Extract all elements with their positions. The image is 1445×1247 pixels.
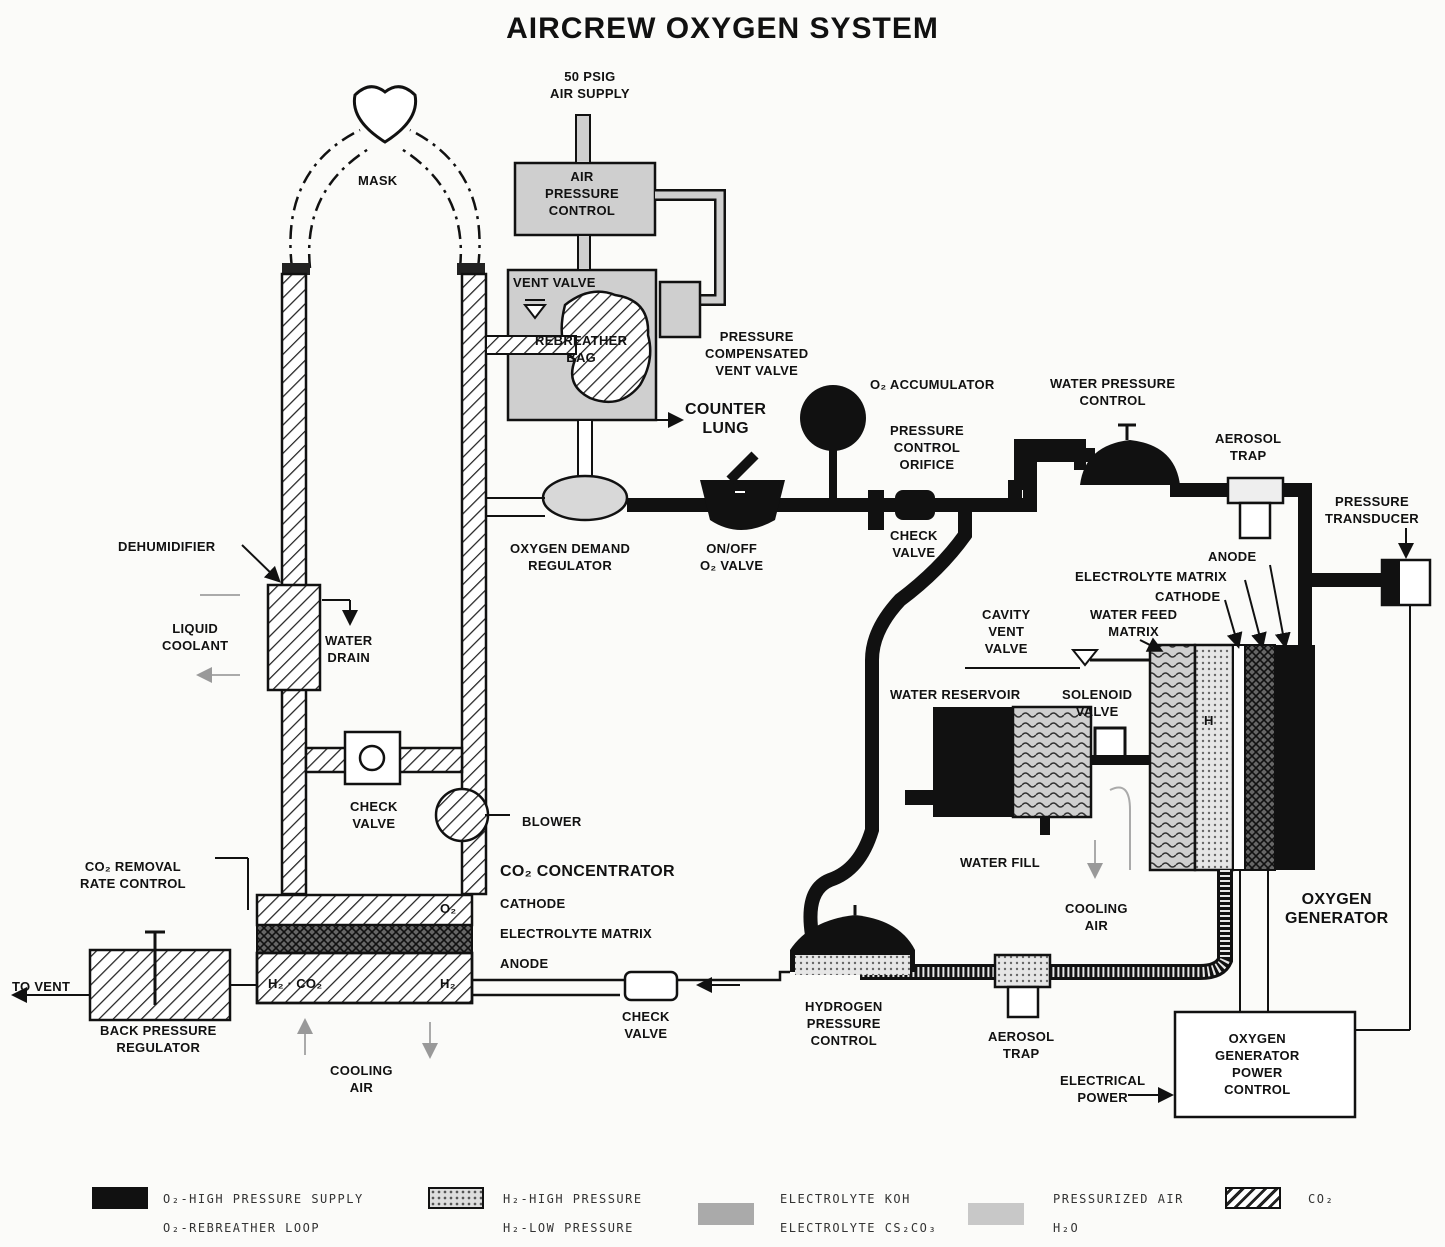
electrolyte-matrix-right-label: ELECTROLYTE MATRIX: [1075, 568, 1227, 585]
electrolyte-matrix-left-label: ELECTROLYTE MATRIX: [500, 925, 652, 942]
legend-label-h2-low: H₂-LOW PRESSURE: [503, 1221, 634, 1235]
back-pressure-regulator: [90, 932, 230, 1020]
legend-swatch-co2: [1225, 1187, 1281, 1209]
cathode-right-label: CATHODE: [1155, 588, 1220, 605]
o2-accumulator-label: O₂ ACCUMULATOR: [870, 376, 995, 393]
water-reservoir-label: WATER RESERVOIR: [890, 686, 1020, 703]
legend-swatch-h2-high: [428, 1187, 484, 1209]
h2-small-label: H₂: [440, 975, 456, 992]
legend-label-o2-high: O₂-HIGH PRESSURE SUPPLY: [163, 1192, 364, 1206]
h-mark-label: H: [1204, 712, 1214, 729]
legend-label-co2: CO₂: [1308, 1192, 1334, 1206]
blower: [436, 789, 510, 841]
legend-label-h2o: H₂O: [1053, 1221, 1079, 1235]
legend-label-koh: ELECTROLYTE KOH: [780, 1192, 911, 1206]
o2-small-label: O₂: [440, 900, 457, 917]
legend-swatch-air: [968, 1203, 1024, 1225]
on-off-o2-valve: [700, 455, 785, 530]
legend: O₂-HIGH PRESSURE SUPPLY O₂-REBREATHER LO…: [0, 1170, 1445, 1247]
loop-check-valve: [345, 732, 400, 784]
cavity-vent-valve: [1073, 650, 1097, 665]
legend-swatch-koh: [698, 1203, 754, 1225]
aerosol-trap-bottom: [995, 955, 1050, 1017]
mask: [354, 87, 415, 142]
mask-hose-right: [410, 130, 480, 268]
dehumidifier-label: DEHUMIDIFIER: [118, 538, 216, 555]
to-vent-label: TO VENT: [12, 978, 70, 995]
legend-label-o2-rebreather: O₂-REBREATHER LOOP: [163, 1221, 320, 1235]
pressure-control-orifice: [868, 490, 884, 530]
water-fill-label: WATER FILL: [960, 854, 1040, 871]
anode-left-label: ANODE: [500, 955, 548, 972]
mask-hose-left: [290, 130, 360, 268]
dehumidifier: [268, 585, 320, 690]
oxygen-demand-regulator: [543, 476, 627, 520]
blower-label: BLOWER: [522, 813, 582, 830]
legend-label-air: PRESSURIZED AIR: [1053, 1192, 1184, 1206]
o2-accumulator: [800, 385, 866, 451]
anode-label: ANODE: [1208, 548, 1256, 565]
legend-label-h2-high: H₂-HIGH PRESSURE: [503, 1192, 643, 1206]
aerosol-trap-top: [1228, 478, 1283, 538]
check-valve-top: [895, 490, 935, 520]
vent-valve-label: VENT VALVE: [513, 274, 596, 291]
system-schematic: [0, 0, 1445, 1160]
mask-label: MASK: [358, 172, 397, 189]
check-valve-bottom: [625, 972, 677, 1000]
solenoid-valve: [1095, 728, 1125, 758]
co2-concentrator-label: CO₂ CONCENTRATOR: [500, 862, 675, 881]
legend-label-cs2co3: ELECTROLYTE CS₂CO₃: [780, 1221, 937, 1235]
water-reservoir: [905, 707, 1091, 835]
pressure-compensated-vent-valve: [660, 282, 700, 337]
cathode-left-label: CATHODE: [500, 895, 565, 912]
legend-swatch-o2-high: [92, 1187, 148, 1209]
h2-co2-label: H₂ · CO₂: [268, 975, 322, 992]
